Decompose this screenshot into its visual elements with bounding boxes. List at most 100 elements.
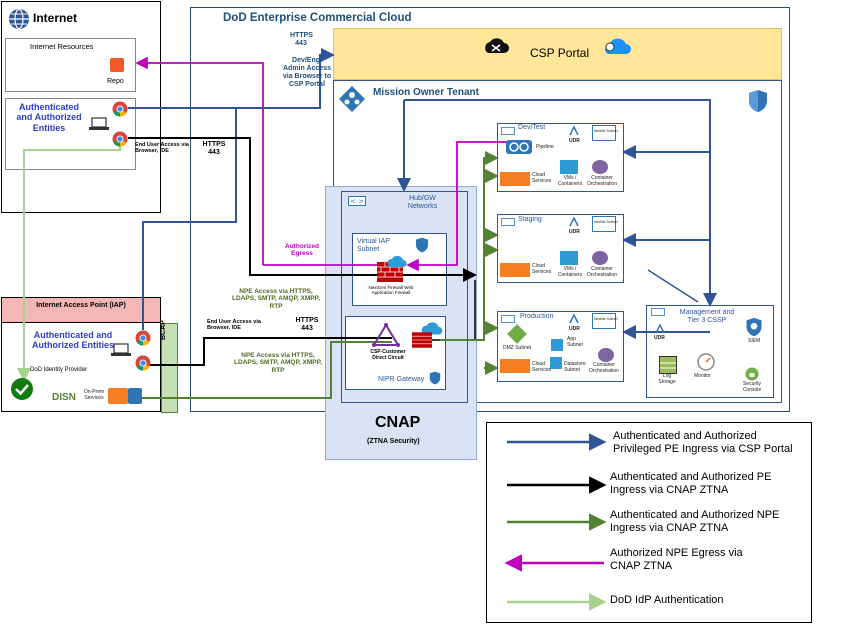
- blue-line-internet-csp: [128, 48, 335, 109]
- firewall-icon: [412, 332, 432, 348]
- blue-line-iap-csp: [142, 108, 237, 330]
- vms-label: VMs / Containers: [557, 175, 583, 187]
- iap-auth-entities: Authenticated and Authorized Entities: [32, 330, 115, 351]
- nipr-gateway-label: NIPR Gateway: [378, 376, 425, 383]
- production-title: Production: [520, 313, 554, 320]
- iap-title: Internet Access Point (IAP): [36, 302, 126, 309]
- csp-portal-title: CSP Portal: [530, 46, 590, 60]
- cloud-icon: [421, 322, 443, 335]
- legend-item-2: Authenticated and Authorized PE Ingress …: [610, 471, 772, 496]
- monitor-icon: [697, 353, 715, 371]
- shield-small-icon: [416, 237, 428, 253]
- csp-customer-label: CSP-Customer Direct Circuit: [370, 349, 406, 361]
- on-prem-services-icon-b: [128, 388, 142, 404]
- app-subnet-label: App Subnet: [567, 336, 583, 348]
- cnap-subtitle: (ZTNA Security): [367, 438, 420, 445]
- udr-label: UDR: [569, 229, 580, 235]
- orchestration-icon: [598, 348, 614, 362]
- log-storage-icon: [659, 356, 677, 374]
- chrome-icon: [135, 330, 151, 346]
- nsg-icon: [592, 216, 616, 232]
- idp-label: DoD Identity Provider: [30, 367, 88, 373]
- https-443-label: HTTPS 443: [295, 317, 319, 333]
- magenta-line-repo: [135, 56, 264, 265]
- vnet-icon: [501, 127, 515, 135]
- legend-item-5: DoD IdP Authentication: [610, 594, 724, 606]
- cloud-services-label: Cloud Services: [532, 361, 552, 373]
- orchestration-label: Container Orchestration: [586, 175, 617, 187]
- blue-line-mission-top: [404, 99, 717, 307]
- internet-entities-box: [5, 98, 136, 170]
- repo-label: Repo: [107, 78, 124, 85]
- admin-access-label: Dev/Eng/ Admin Access via Browser to CSP…: [282, 57, 332, 89]
- datastore-icon: [550, 357, 562, 369]
- cloud-services-label: Cloud Services: [532, 172, 552, 184]
- shield-small-icon: [429, 371, 441, 385]
- internet-auth-entities: Authenticated and Authorized Entities: [16, 102, 82, 133]
- monitor-label: Monitor: [694, 373, 711, 379]
- https-443-label: HTTPS 443: [290, 32, 313, 48]
- https-443-label: HTTPS 443: [202, 141, 226, 157]
- cloud-services-icon: [500, 263, 530, 277]
- iap-header: [1, 297, 161, 323]
- orchestration-label: Container Orchestration: [586, 266, 617, 278]
- nsg-label: Nextlist Subnet: [594, 129, 618, 133]
- on-prem-services-icon: [108, 388, 128, 404]
- udr-icon: [569, 216, 579, 227]
- magenta-line-egress: [406, 141, 513, 272]
- cloud-services-icon: [500, 172, 530, 186]
- orchestration-label: Container Orchestration: [588, 362, 619, 374]
- security-console-label: Security Console: [742, 381, 762, 393]
- end-user-access-label: End User Access via Browser, IDE: [135, 142, 189, 155]
- udr-label: UDR: [569, 138, 580, 144]
- dod-cloud-title: DoD Enterprise Commercial Cloud: [223, 12, 412, 24]
- udr-icon: [655, 323, 665, 334]
- svg-text:<·>: <·>: [350, 198, 364, 206]
- production-box: [497, 311, 624, 382]
- chrome-icon: [112, 131, 128, 147]
- firewall-label: NextGen Firewall Web Application Firewal…: [368, 285, 414, 296]
- internet-resources-title: Internet Resources: [30, 42, 94, 51]
- legend-item-4: Authorized NPE Egress via CNAP ZTNA: [610, 547, 743, 572]
- repo-icon: [110, 58, 124, 72]
- orchestration-icon: [592, 251, 608, 265]
- legend-item-3: Authenticated and Authorized NPE Ingress…: [610, 509, 780, 534]
- vms-icon: [560, 251, 578, 265]
- laptop-icon: [89, 117, 109, 130]
- csp-portal-box: [333, 28, 782, 80]
- bcap-box: [161, 323, 178, 413]
- npe-access-label: NPE Access via HTTPS, LDAPS, SMTP, AMQP,…: [234, 352, 322, 374]
- chrome-icon: [135, 355, 151, 371]
- hub-title: Hub/GW Networks: [407, 195, 438, 211]
- nsg-label: Nextlist Subnet: [594, 220, 618, 224]
- dod-cloud-box: [190, 7, 790, 412]
- iap-subnet-title: Virtual IAP Subnet: [357, 238, 390, 254]
- on-prem-label: On-Prem Services: [83, 389, 105, 401]
- cnap-title: CNAP: [375, 414, 421, 431]
- bcap-label: BCAP: [160, 320, 167, 340]
- direct-circuit-icon: [372, 323, 400, 347]
- cloud-services-icon: [500, 359, 530, 373]
- cloud-services-label: Cloud Services: [532, 263, 552, 275]
- chrome-icon: [112, 101, 128, 117]
- siem-icon: [746, 317, 762, 337]
- mission-owner-title: Mission Owner Tenant: [373, 87, 479, 98]
- vnet-icon: [501, 315, 515, 323]
- cloud-icon: [387, 255, 407, 267]
- blue-line-mgmt: [647, 269, 699, 303]
- pipeline-label: Pipeline: [536, 144, 554, 150]
- check-icon: [11, 378, 33, 400]
- internet-title: Internet: [33, 11, 78, 25]
- mgmt-title: Management and Tier 3 CSSP: [679, 309, 735, 325]
- siem-label: SIEM: [748, 338, 761, 344]
- app-subnet-icon: [551, 339, 563, 351]
- udr-label: UDR: [654, 335, 665, 341]
- orchestration-icon: [592, 160, 608, 174]
- legend-box: [486, 422, 812, 623]
- end-user-access-label: End User Access via Browser, IDE: [207, 319, 261, 332]
- globe-icon: [9, 8, 29, 30]
- devtest-title: Dev/Test: [518, 124, 546, 131]
- pipeline-icon: [506, 140, 532, 154]
- vnet-icon: [651, 308, 665, 316]
- black-line-internet: [128, 137, 477, 282]
